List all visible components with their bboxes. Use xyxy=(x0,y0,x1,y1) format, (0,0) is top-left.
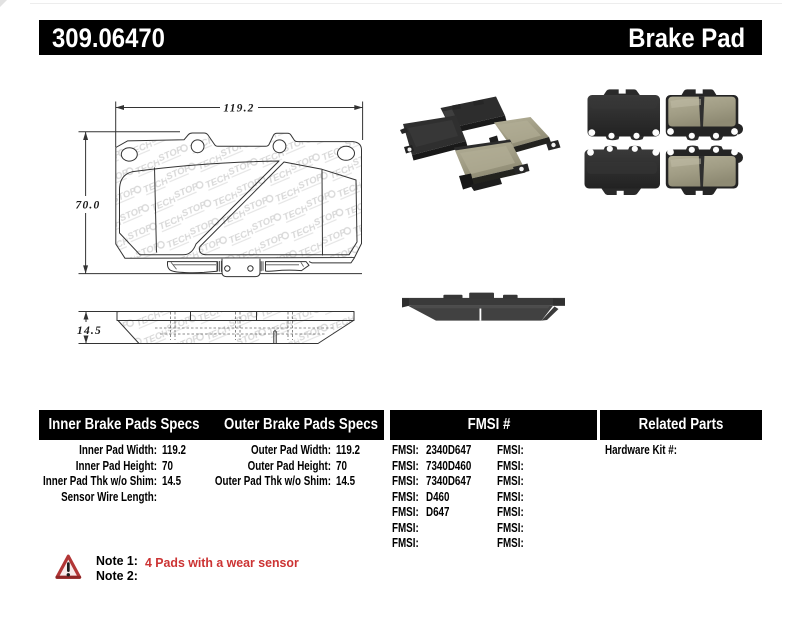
svg-text:119.2: 119.2 xyxy=(223,103,254,115)
svg-text:70.0: 70.0 xyxy=(76,200,101,212)
svg-text:14.5: 14.5 xyxy=(77,325,102,337)
